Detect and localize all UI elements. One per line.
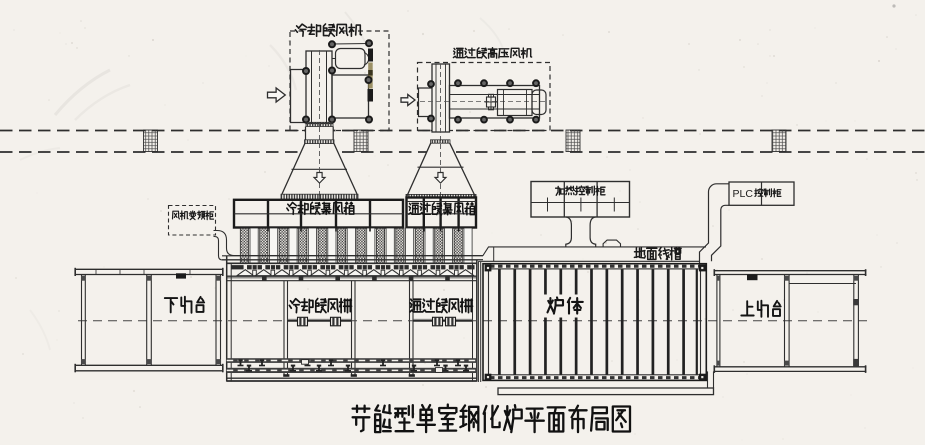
svg-text:PLC: PLC (733, 188, 754, 200)
